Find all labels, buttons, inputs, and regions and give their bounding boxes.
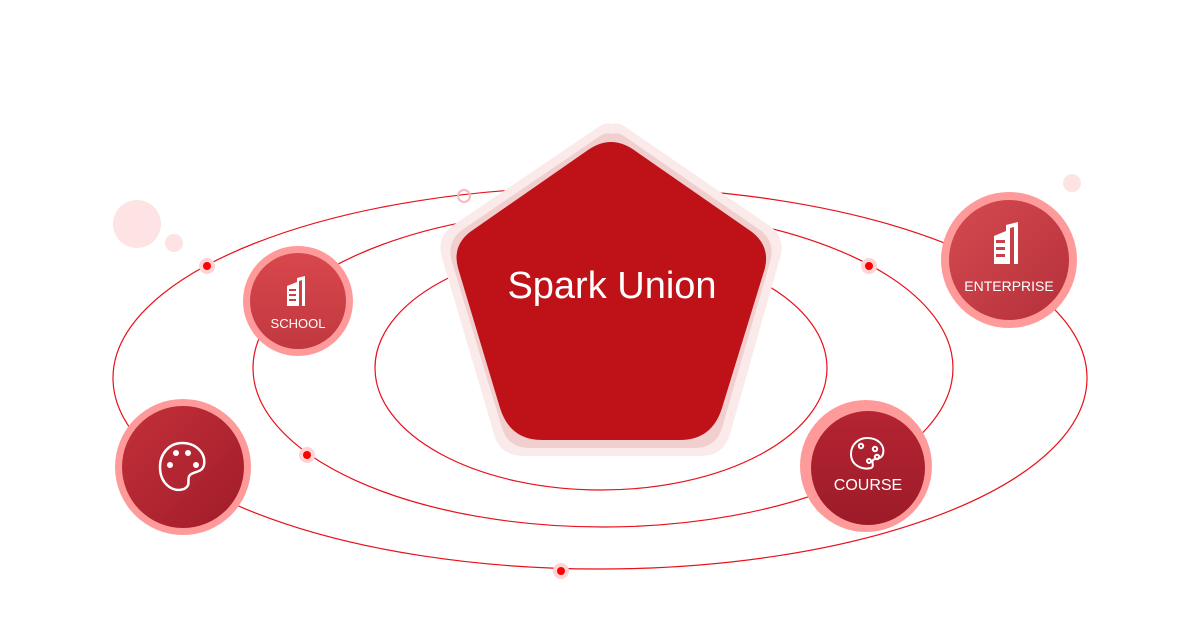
palette-icon bbox=[158, 441, 206, 492]
orbit-dot bbox=[299, 447, 315, 463]
node-label: COURSE bbox=[834, 477, 902, 494]
decor-bubble-small bbox=[165, 234, 183, 252]
node-label: ENTERPRISE bbox=[964, 278, 1053, 294]
orbit-ring-marker bbox=[457, 189, 471, 203]
decor-bubble-right bbox=[1063, 174, 1081, 192]
center-node[interactable]: Spark Union bbox=[440, 123, 782, 456]
node-body bbox=[122, 406, 244, 528]
node-school[interactable]: SCHOOL bbox=[243, 246, 353, 356]
center-title: Spark Union bbox=[507, 265, 716, 307]
node-art[interactable] bbox=[115, 399, 251, 535]
node-label: SCHOOL bbox=[271, 316, 326, 331]
node-course[interactable]: COURSE bbox=[800, 400, 932, 532]
orbit-dot bbox=[553, 563, 569, 579]
orbit-dot bbox=[861, 258, 877, 274]
node-enterprise[interactable]: ENTERPRISE bbox=[941, 192, 1077, 328]
orbit-dot bbox=[199, 258, 215, 274]
building-icon bbox=[287, 276, 305, 306]
palette-icon bbox=[849, 436, 885, 470]
decor-bubble-large bbox=[113, 200, 161, 248]
building-icon bbox=[994, 222, 1018, 264]
center-pentagon bbox=[456, 142, 767, 440]
